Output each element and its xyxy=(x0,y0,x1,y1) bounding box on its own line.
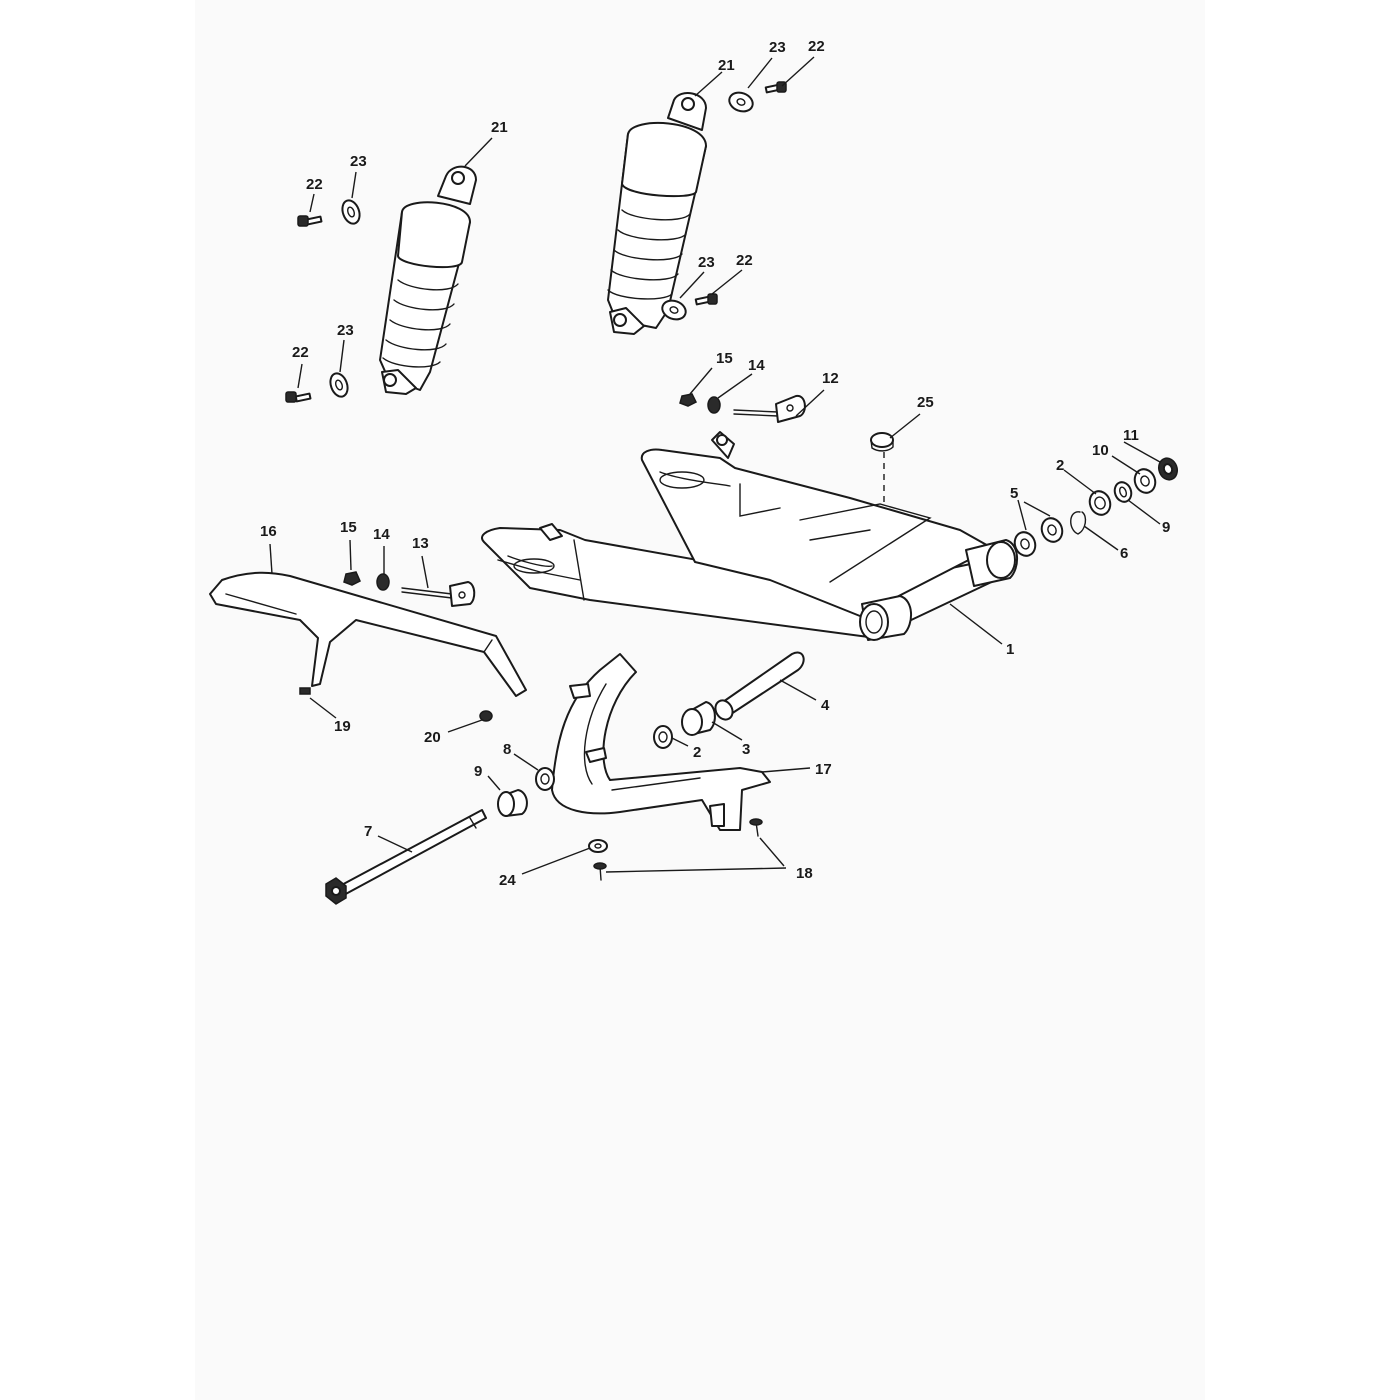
callout-22: 22 xyxy=(292,344,309,361)
callout-21: 21 xyxy=(491,119,508,136)
callout-13: 13 xyxy=(412,535,429,552)
callout-23: 23 xyxy=(337,322,354,339)
callout-22: 22 xyxy=(736,252,753,269)
pivot-hardware-left xyxy=(497,767,555,817)
shock-mount-hardware xyxy=(285,81,787,403)
callout-22: 22 xyxy=(306,176,323,193)
callout-20: 20 xyxy=(424,729,441,746)
leader-lines xyxy=(269,56,1161,875)
callout-4: 4 xyxy=(821,697,830,714)
callout-21: 21 xyxy=(718,57,735,74)
callout-25: 25 xyxy=(917,394,934,411)
callout-14: 14 xyxy=(748,357,765,374)
chain-adjuster-right xyxy=(679,393,806,423)
rear-shock-absorber-left xyxy=(379,165,477,395)
callout-18: 18 xyxy=(796,865,813,882)
callout-23: 23 xyxy=(698,254,715,271)
callout-24: 24 xyxy=(499,872,516,889)
callout-16: 16 xyxy=(260,523,277,540)
callout-5: 5 xyxy=(1010,485,1018,502)
callout-14: 14 xyxy=(373,526,390,543)
swingarm xyxy=(481,431,1018,641)
callout-15: 15 xyxy=(716,350,733,367)
small-fasteners xyxy=(479,710,493,722)
callout-22: 22 xyxy=(808,38,825,55)
parts-sheet xyxy=(195,0,1205,1400)
callout-10: 10 xyxy=(1092,442,1109,459)
callout-9: 9 xyxy=(1162,519,1170,536)
callout-17: 17 xyxy=(815,761,832,778)
callout-8: 8 xyxy=(503,741,511,758)
callout-23: 23 xyxy=(769,39,786,56)
callout-12: 12 xyxy=(822,370,839,387)
callout-labels: 1 2 2 3 4 5 6 7 8 9 9 10 11 12 13 14 14 … xyxy=(260,38,1170,889)
rear-hugger xyxy=(551,653,771,831)
callout-11: 11 xyxy=(1123,427,1139,444)
callout-7: 7 xyxy=(364,823,372,840)
callout-3: 3 xyxy=(742,741,750,758)
pivot-bolt xyxy=(325,809,487,905)
callout-2: 2 xyxy=(693,744,701,761)
rear-shock-absorber-right xyxy=(607,92,707,335)
chain-adjuster-left xyxy=(343,571,476,607)
callout-6: 6 xyxy=(1120,545,1128,562)
pivot-hardware-right xyxy=(1013,457,1179,557)
callout-9: 9 xyxy=(474,763,482,780)
callout-19: 19 xyxy=(334,718,351,735)
pivot-shaft-bush xyxy=(653,651,805,749)
hugger-screws xyxy=(588,818,763,881)
callout-1: 1 xyxy=(1006,641,1014,658)
callout-23: 23 xyxy=(350,153,367,170)
callout-15: 15 xyxy=(340,519,357,536)
callout-2: 2 xyxy=(1056,457,1064,474)
chain-guard xyxy=(209,571,527,697)
